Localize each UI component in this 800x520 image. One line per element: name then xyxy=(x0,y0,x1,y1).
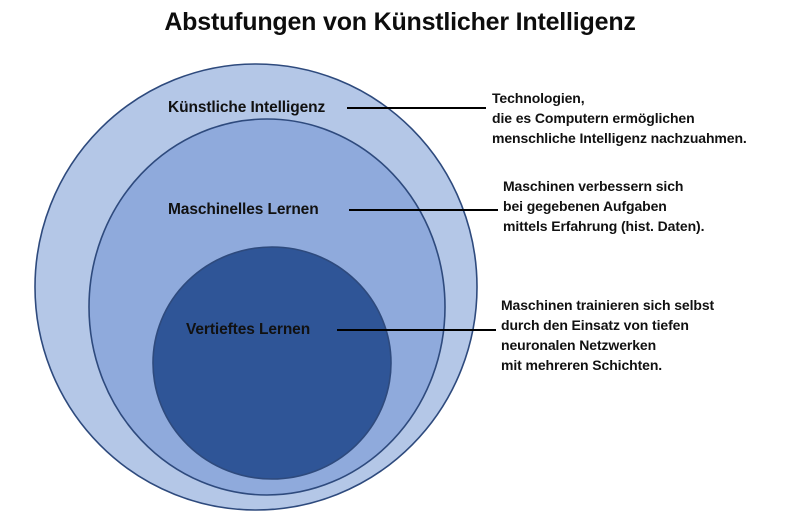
annotation-deep-learning: Maschinen trainieren sich selbst durch d… xyxy=(501,297,715,374)
ring-label-artificial-intelligence: Künstliche Intelligenz xyxy=(168,99,326,116)
annotation-artificial-intelligence: Technologien, die es Computern ermöglich… xyxy=(492,90,747,147)
annotation-machine-learning: Maschinen verbessern sich bei gegebenen … xyxy=(503,178,705,235)
ring-label-deep-learning: Vertieftes Lernen xyxy=(186,321,311,338)
ring-label-machine-learning: Maschinelles Lernen xyxy=(168,201,319,218)
page-title: Abstufungen von Künstlicher Intelligenz xyxy=(164,8,636,36)
circle-deep-learning xyxy=(152,246,392,480)
